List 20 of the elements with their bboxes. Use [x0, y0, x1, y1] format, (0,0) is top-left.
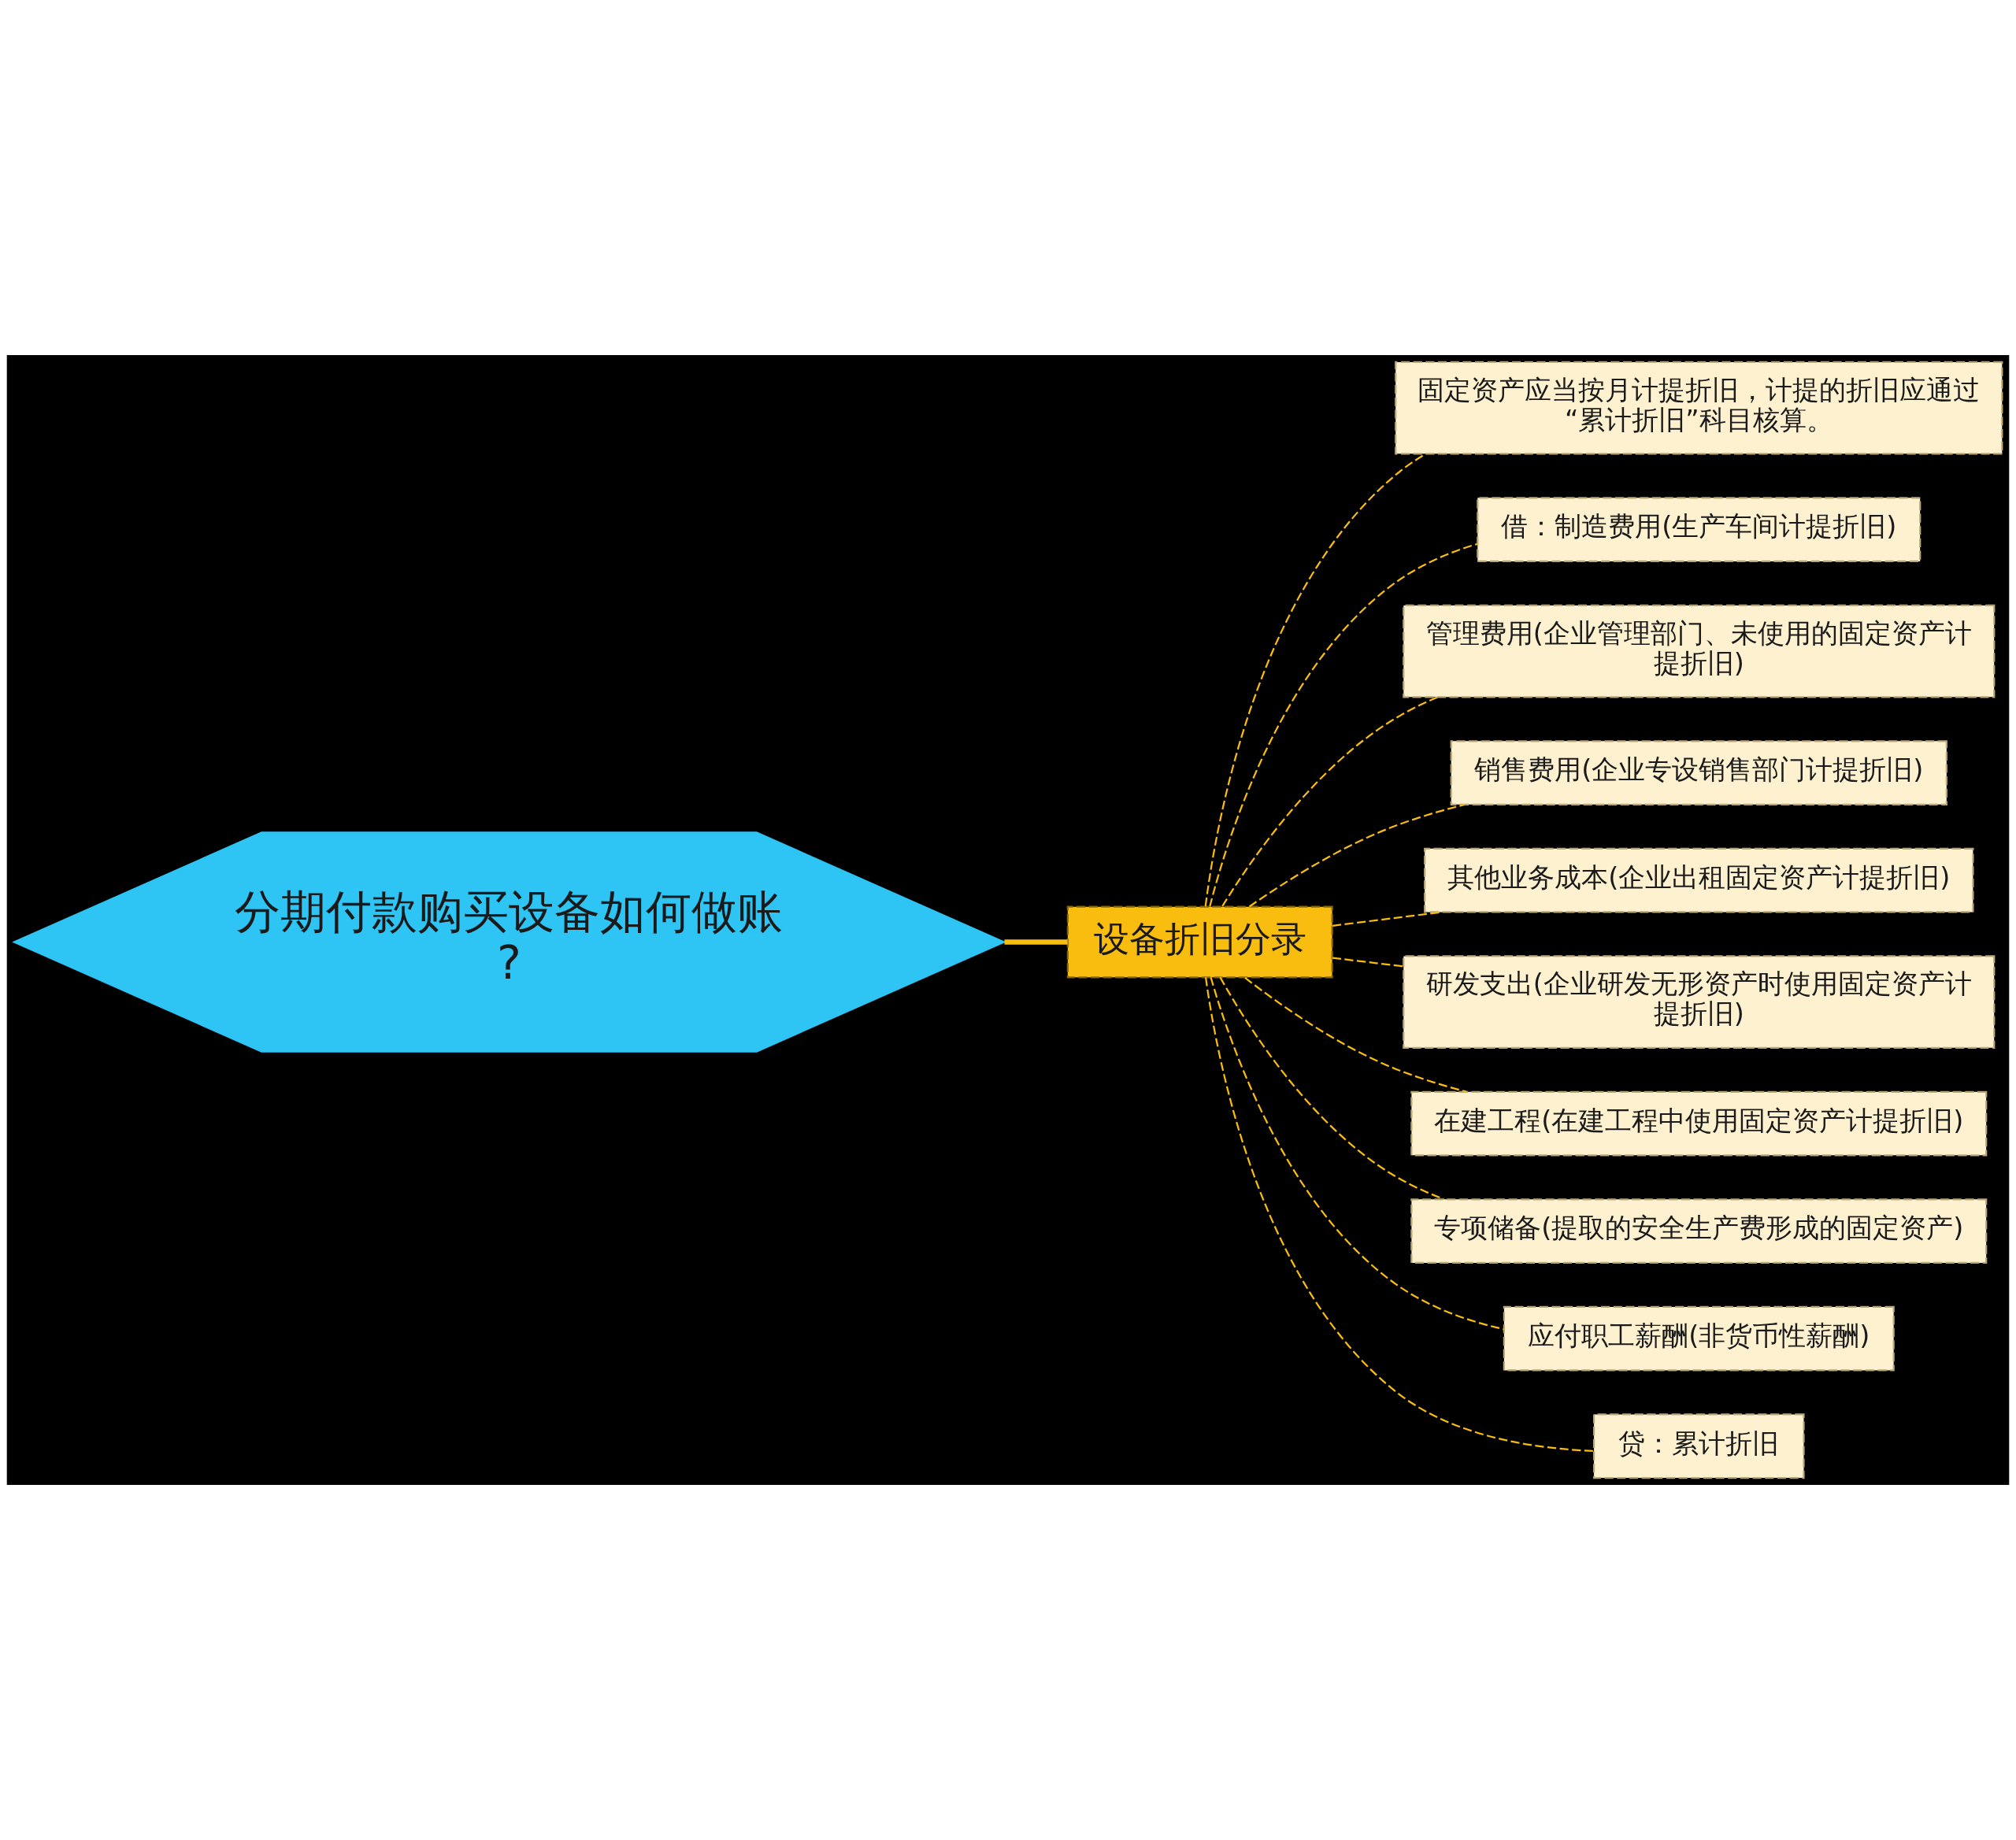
node-box: 研发支出(企业研发无形资产时使用固定资产计提折旧) [1403, 955, 1996, 1049]
node-box: 在建工程(在建工程中使用固定资产计提折旧) [1410, 1090, 1988, 1157]
connector [1244, 977, 1467, 1093]
node-box: 销售费用(企业专设销售部门计提折旧) [1450, 740, 1947, 805]
connector [1332, 957, 1404, 968]
node-box: 固定资产应当按月计提折旧，计提的折旧应通过“累计折旧”科目核算。 [1395, 361, 2003, 455]
node-box: 设备折旧分录 [1066, 905, 1333, 979]
node-box: 借：制造费用(生产车间计提折旧) [1477, 497, 1922, 563]
connector [1248, 804, 1465, 908]
connector [1209, 542, 1478, 907]
connector [1210, 977, 1504, 1331]
connector [1004, 939, 1068, 945]
node-box: 专项储备(提取的安全生产费形成的固定资产) [1410, 1198, 1988, 1264]
connector [1219, 976, 1444, 1201]
connector [1205, 977, 1594, 1452]
connector [1221, 696, 1438, 907]
node-box: 管理费用(企业管理部门、未使用的固定资产计提折旧) [1403, 604, 1996, 698]
node-box: 其他业务成本(企业出租固定资产计提折旧) [1424, 847, 1974, 913]
node-box: 应付职工薪酬(非货币性薪酬) [1503, 1305, 1895, 1372]
node-box: 贷：累计折旧 [1592, 1413, 1805, 1479]
